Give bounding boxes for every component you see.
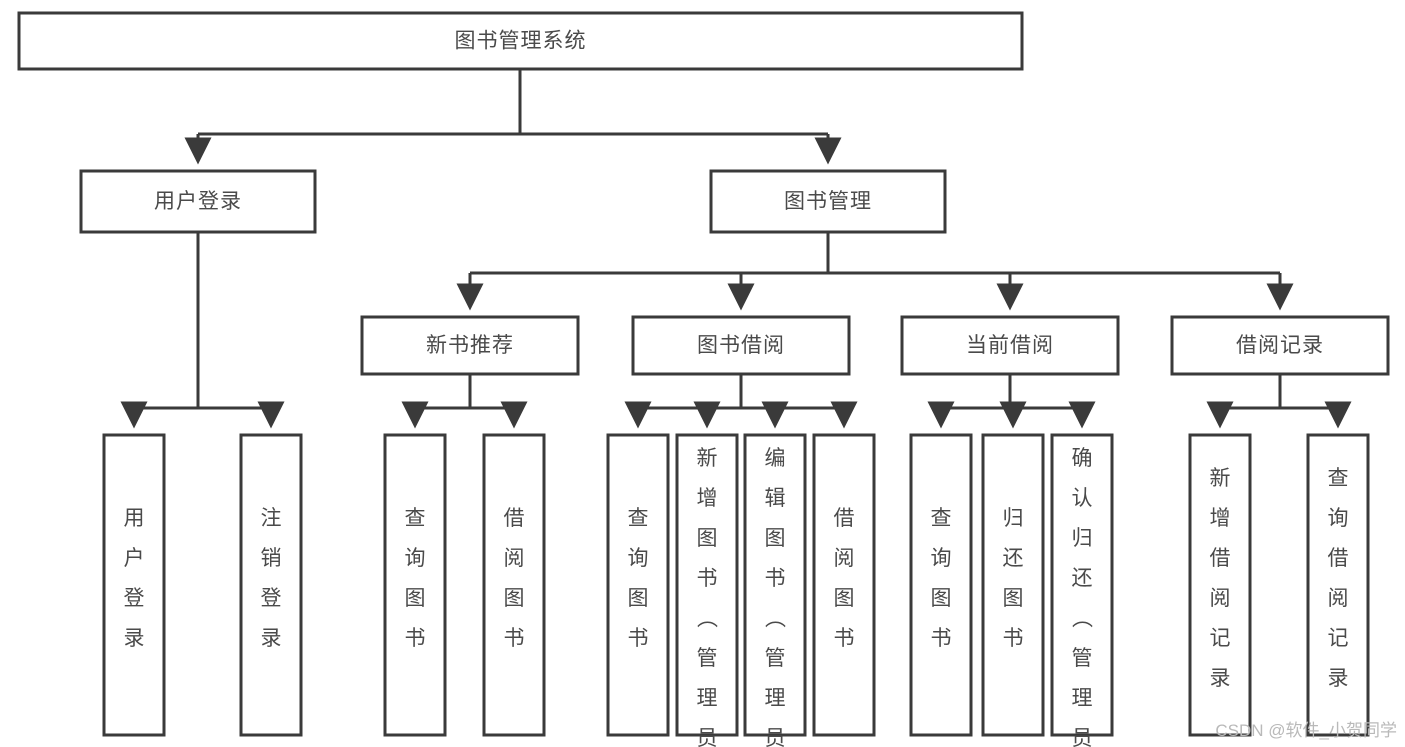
connector-login-to-leaves <box>120 232 285 429</box>
leaf-label: 新增借阅记录 <box>1210 467 1231 690</box>
leaf-node-1-注销登录[interactable]: 注销登录 <box>239 433 303 737</box>
leaf-node-9-归还图书[interactable]: 归还图书 <box>981 433 1045 737</box>
leaf-node-12-查询借阅记录[interactable]: 查询借阅记录 <box>1306 433 1370 737</box>
leaf-node-2-查询图书[interactable]: 查询图书 <box>383 433 447 737</box>
node-label: 用户登录 <box>154 190 242 213</box>
connector-newbook-to-leaves <box>401 374 528 429</box>
leaf-node-0-用户登录[interactable]: 用户登录 <box>102 433 166 737</box>
connector-record-to-leaves <box>1206 374 1352 429</box>
node-label: 新书推荐 <box>426 334 514 357</box>
leaf-label: 归还图书 <box>1003 507 1024 650</box>
leaf-node-3-借阅图书[interactable]: 借阅图书 <box>482 433 546 737</box>
csdn-watermark: CSDN @软件_小贺同学 <box>1215 721 1397 740</box>
connectors-layer <box>120 69 1352 429</box>
node-level3-新书推荐[interactable]: 新书推荐 <box>360 315 580 376</box>
connector-current-to-leaves <box>927 374 1096 429</box>
node-label: 图书借阅 <box>697 334 785 357</box>
leaf-label: 查询图书 <box>405 507 426 650</box>
node-label: 借阅记录 <box>1236 334 1324 357</box>
leaf-label: 借阅图书 <box>504 507 525 650</box>
leaf-label: 借阅图书 <box>834 507 855 650</box>
node-level2-用户登录[interactable]: 用户登录 <box>79 169 317 234</box>
node-level3-当前借阅[interactable]: 当前借阅 <box>900 315 1120 376</box>
leaf-node-8-查询图书[interactable]: 查询图书 <box>909 433 973 737</box>
node-level3-借阅记录[interactable]: 借阅记录 <box>1170 315 1390 376</box>
node-level3-图书借阅[interactable]: 图书借阅 <box>631 315 851 376</box>
leaf-label: 查询图书 <box>628 507 649 650</box>
node-root-图书管理系统[interactable]: 图书管理系统 <box>17 11 1024 71</box>
nodes-layer: 图书管理系统用户登录图书管理新书推荐图书借阅当前借阅借阅记录用户登录注销登录查询… <box>17 11 1390 747</box>
connector-level2-to-level3 <box>456 232 1294 311</box>
leaf-node-5-新增图书（管理员）[interactable]: 新增图书（管理员） <box>675 433 739 747</box>
leaf-label: 编辑图书（管理员） <box>765 447 787 747</box>
leaf-node-6-编辑图书（管理员）[interactable]: 编辑图书（管理员） <box>743 433 807 747</box>
leaf-label: 查询借阅记录 <box>1328 467 1349 690</box>
leaf-label: 确认归还（管理员） <box>1072 447 1094 747</box>
node-level2-图书管理[interactable]: 图书管理 <box>709 169 947 234</box>
leaf-label: 新增图书（管理员） <box>697 447 719 747</box>
leaf-label: 注销登录 <box>261 507 282 650</box>
leaf-label: 用户登录 <box>124 507 145 650</box>
node-label: 图书管理 <box>784 190 872 213</box>
leaf-node-11-新增借阅记录[interactable]: 新增借阅记录 <box>1188 433 1252 737</box>
leaf-node-7-借阅图书[interactable]: 借阅图书 <box>812 433 876 737</box>
connector-borrow-to-leaves <box>624 374 858 429</box>
node-label: 当前借阅 <box>966 334 1054 357</box>
leaf-node-4-查询图书[interactable]: 查询图书 <box>606 433 670 737</box>
leaf-node-10-确认归还（管理员）[interactable]: 确认归还（管理员） <box>1050 433 1114 747</box>
node-label: 图书管理系统 <box>455 30 587 53</box>
connector-root-to-level2 <box>184 69 842 165</box>
leaf-label: 查询图书 <box>931 507 952 650</box>
